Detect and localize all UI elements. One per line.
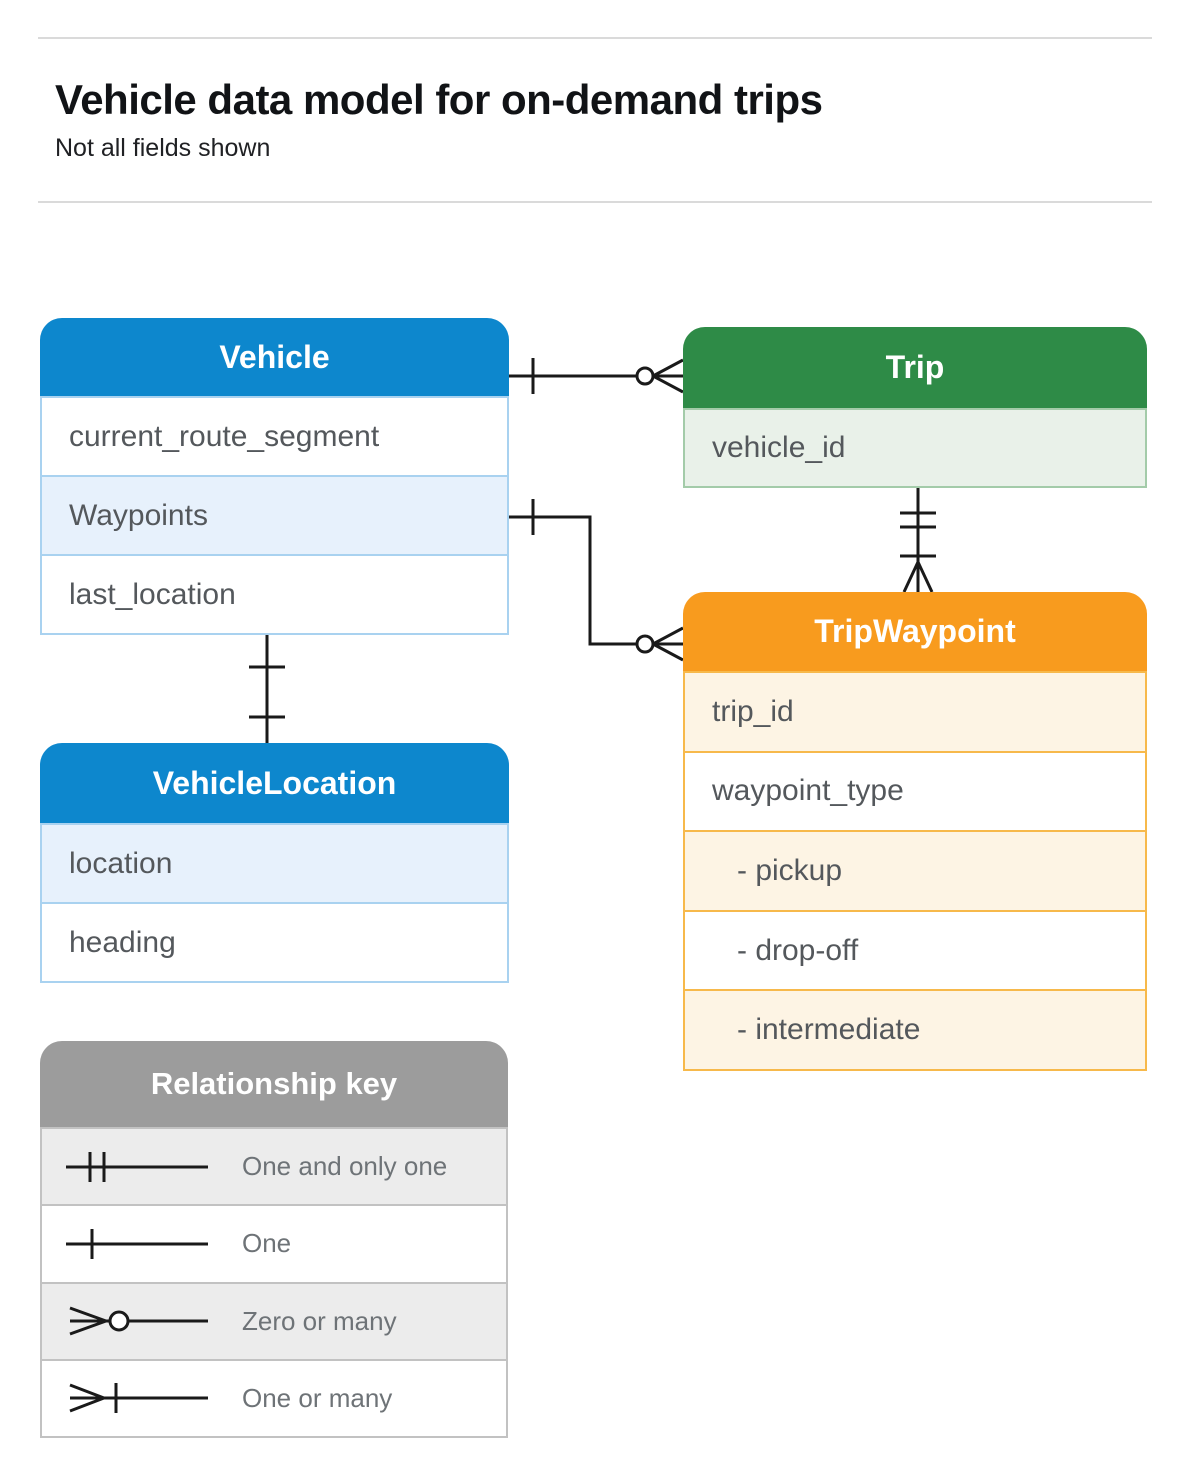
field-row: waypoint_type bbox=[685, 750, 1145, 831]
entity-vehicle: Vehicle current_route_segment Waypoints … bbox=[40, 318, 509, 635]
one-icon bbox=[66, 1228, 208, 1259]
zero-or-many-icon bbox=[635, 358, 684, 394]
field-row: heading bbox=[42, 902, 507, 981]
subtitle-divider bbox=[38, 201, 1152, 203]
field-row: - intermediate bbox=[685, 989, 1145, 1069]
field-label: trip_id bbox=[712, 694, 794, 728]
one-or-many-icon bbox=[69, 1383, 208, 1414]
field-row: last_location bbox=[42, 554, 507, 633]
field-label: current_route_segment bbox=[69, 419, 380, 453]
field-label: waypoint_type bbox=[712, 774, 904, 808]
legend-label: One or many bbox=[242, 1382, 393, 1413]
legend-row: One or many bbox=[42, 1358, 506, 1436]
field-label: heading bbox=[69, 925, 176, 959]
entity-vehicle-fields: current_route_segment Waypoints last_loc… bbox=[40, 396, 509, 635]
entity-vehiclelocation-header: VehicleLocation bbox=[40, 743, 509, 823]
field-label: - drop-off bbox=[737, 933, 859, 967]
entity-trip-header: Trip bbox=[683, 327, 1147, 408]
entity-vehiclelocation: VehicleLocation location heading bbox=[40, 743, 509, 983]
field-row: location bbox=[42, 825, 507, 902]
connector-vehicle-vehiclelocation bbox=[249, 635, 285, 743]
entity-vehicle-header: Vehicle bbox=[40, 318, 509, 396]
legend-label: One bbox=[242, 1228, 292, 1259]
legend-label: One and only one bbox=[242, 1151, 448, 1182]
page-subtitle: Not all fields shown bbox=[55, 134, 271, 162]
connector-trip-tripwaypoint bbox=[900, 488, 936, 593]
entity-vehiclelocation-fields: location heading bbox=[40, 823, 509, 983]
legend-row: One and only one bbox=[42, 1129, 506, 1205]
relationship-key-rows: One and only one One Zero or many One or… bbox=[40, 1127, 508, 1438]
one-and-only-one-icon bbox=[66, 1151, 208, 1182]
connector-vehicle-trip bbox=[509, 358, 684, 394]
one-or-many-icon bbox=[900, 554, 936, 593]
field-row: trip_id bbox=[685, 673, 1145, 751]
field-row: current_route_segment bbox=[42, 398, 507, 475]
relationship-key-header: Relationship key bbox=[40, 1041, 508, 1127]
top-divider bbox=[38, 37, 1152, 39]
field-label: location bbox=[69, 846, 173, 880]
field-label: vehicle_id bbox=[712, 431, 846, 464]
entity-title: Vehicle bbox=[219, 338, 330, 375]
entity-title: TripWaypoint bbox=[814, 613, 1016, 649]
entity-tripwaypoint-fields: trip_id waypoint_type - pickup - drop-of… bbox=[683, 671, 1147, 1071]
entity-trip: Trip vehicle_id bbox=[683, 327, 1147, 488]
entity-tripwaypoint: TripWaypoint trip_id waypoint_type - pic… bbox=[683, 592, 1147, 1071]
entity-trip-fields: vehicle_id bbox=[683, 408, 1147, 488]
legend-row: One bbox=[42, 1204, 506, 1281]
legend-row: Zero or many bbox=[42, 1281, 506, 1359]
field-label: last_location bbox=[69, 577, 236, 611]
field-row: vehicle_id bbox=[685, 410, 1145, 486]
entity-title: Trip bbox=[885, 349, 945, 385]
field-label: - intermediate bbox=[737, 1013, 921, 1047]
zero-or-many-icon bbox=[635, 626, 684, 662]
page-title: Vehicle data model for on-demand trips bbox=[55, 76, 823, 123]
field-row: - pickup bbox=[685, 830, 1145, 910]
field-row: - drop-off bbox=[685, 909, 1145, 990]
entity-title: VehicleLocation bbox=[152, 764, 397, 801]
zero-or-many-icon bbox=[69, 1306, 208, 1336]
relationship-key: Relationship key One and only one One Ze… bbox=[40, 1041, 508, 1438]
field-row: Waypoints bbox=[42, 475, 507, 554]
one-and-only-one-icon bbox=[900, 511, 936, 529]
connector-waypoints-tripwaypoint bbox=[509, 499, 684, 662]
legend-label: Zero or many bbox=[242, 1305, 397, 1336]
field-label: - pickup bbox=[737, 853, 843, 887]
entity-tripwaypoint-header: TripWaypoint bbox=[683, 592, 1147, 671]
field-label: Waypoints bbox=[69, 498, 208, 532]
relationship-key-title: Relationship key bbox=[150, 1066, 398, 1101]
